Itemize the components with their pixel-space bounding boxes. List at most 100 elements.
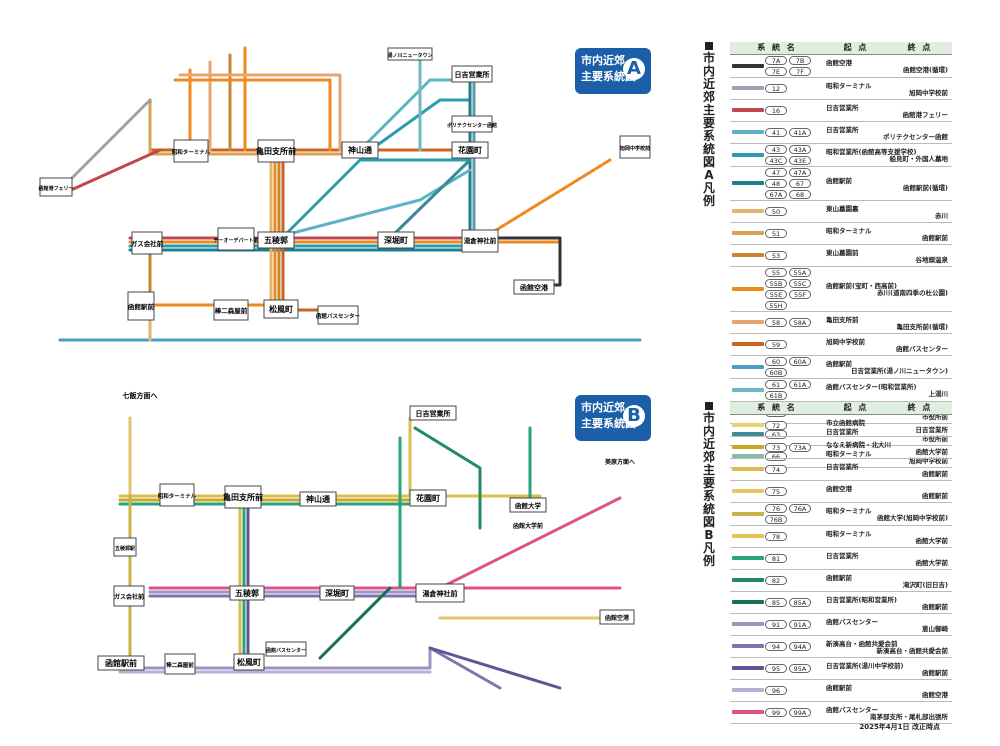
stop-box[interactable]: 棒二森屋前 (164, 653, 196, 675)
legend-codes-cell: 53 (764, 244, 824, 267)
map-a-title-line1: 市内近郊 (581, 54, 625, 67)
stop-label: 湯倉神社前 (423, 589, 458, 598)
route-terminus: 函館大学前 (915, 447, 949, 456)
stop-box[interactable]: 日吉営業所 (409, 405, 457, 421)
stop-box[interactable]: 昭和ターミナル (158, 483, 197, 507)
route-code-badge: 95 (765, 663, 787, 673)
legend-fromto: 日吉営業所函館大学前 (824, 548, 952, 569)
stop-box[interactable]: 花園町 (409, 489, 447, 507)
stop-box[interactable]: 松風町 (233, 653, 265, 671)
route-code-badge: 81 (765, 553, 787, 563)
route-origin: 昭和ターミナル (826, 81, 872, 90)
stop-box[interactable]: 松風町 (263, 299, 299, 319)
stop-box[interactable]: 湯倉神社前 (461, 229, 499, 253)
route-origin: 函館駅前 (826, 683, 852, 692)
route-map-a[interactable]: 亀田支所前 神山通 花園町 五稜郭 深堀町 湯倉神社前 函館駅前 棒二森屋前 松… (0, 0, 700, 386)
stop-box[interactable]: 神山通 (299, 491, 337, 507)
legend-a-header-row: 系 統 名 起 点 終 点 (730, 42, 952, 55)
legend-fromto: 函館バスセンター南茅部支所・尾札部出張所 (824, 702, 952, 723)
legend-swatch-cell (730, 222, 764, 245)
stop-box[interactable]: 亀田支所前 (223, 485, 263, 509)
route-map-b[interactable]: 亀田支所前 神山通 花園町 五稜郭 深堀町 湯倉神社前 函館駅前 棒二森屋前 松… (0, 388, 700, 718)
stop-box[interactable]: 神山通 (341, 141, 379, 159)
legend-header-from: 起 点 (824, 402, 888, 415)
stop-box[interactable]: ガス会社前 (113, 585, 145, 607)
route-origin: 旭岡中学校前 (826, 337, 865, 346)
route-code-badge: 75 (765, 486, 787, 496)
stop-box[interactable]: 日吉営業所 (451, 65, 493, 83)
route-origin: 市立函館病院 (826, 418, 865, 427)
stop-box[interactable]: 五稜郭駅 (113, 537, 137, 557)
stop-box[interactable]: 五稜郭 (229, 585, 265, 601)
legend-swatch-cell (730, 244, 764, 267)
stop-box[interactable]: 函館駅前 (97, 655, 145, 671)
route-color-swatch (732, 231, 764, 235)
stop-box[interactable]: 函館大学 (509, 497, 547, 513)
stop-label: 花園町 (458, 145, 482, 155)
stop-box[interactable]: 湯倉神社前 (415, 583, 465, 603)
route-color-swatch (732, 387, 764, 392)
stop-box[interactable]: 深堀町 (377, 231, 415, 249)
stop-box[interactable]: 五稜郭 (257, 231, 295, 249)
route-code-badge: 41 (765, 127, 787, 137)
stop-box[interactable]: 亀田支所前 (256, 139, 296, 163)
stop-box[interactable]: ガス会社前 (131, 231, 164, 255)
stop-box[interactable]: 函館港フェリー (38, 177, 74, 197)
stop-box[interactable]: ポリテクセンター函館 (447, 115, 497, 133)
route-origin: 日吉営業所 (826, 125, 859, 134)
route-code-badge: 82 (765, 575, 787, 585)
stop-box[interactable]: 棒二森屋前 (213, 299, 249, 321)
stop-box[interactable]: 旭岡中学校前 (619, 135, 651, 159)
stop-box[interactable]: 函館バスセンター (316, 305, 361, 325)
stop-box[interactable]: 函館バスセンター (265, 641, 307, 657)
stop-box[interactable]: 函館空港 (513, 279, 555, 295)
legend-fromto-cell: 東山墓園裏赤川 (824, 200, 952, 223)
stop-box[interactable]: 昭和ターミナル (172, 139, 211, 163)
stop-box[interactable]: 深堀町 (319, 585, 355, 601)
legend-fromto: 函館駅前(宝町・西高前)赤川(道南四季の杜公園) (824, 278, 952, 299)
route-color-swatch (732, 511, 764, 516)
route-terminus: 恵山御崎 (922, 624, 948, 633)
route-code-badge: 68 (789, 189, 811, 199)
stop-box[interactable]: 花園町 (451, 141, 489, 159)
route-code-badge: 95A (789, 663, 811, 673)
stop-box[interactable]: 湯ノ川ニュータウン (387, 47, 433, 61)
legend-row[interactable]: 81 日吉営業所函館大学前 (730, 547, 952, 570)
legend-fromto: 旭岡中学校前函館バスセンター (824, 334, 952, 355)
stop-box[interactable]: テーオーデパート前 (213, 227, 259, 251)
route-terminus: 谷地頭温泉 (915, 255, 949, 264)
route-origin: 日吉営業所(湯川中学校前) (826, 661, 904, 670)
legend-codes-cell: 75 (764, 480, 824, 503)
stop-box[interactable]: 函館駅前 (127, 291, 155, 321)
stop-box[interactable]: 函館空港 (599, 609, 635, 625)
map-a-title: 市内近郊 主要系統図 A (575, 48, 651, 94)
